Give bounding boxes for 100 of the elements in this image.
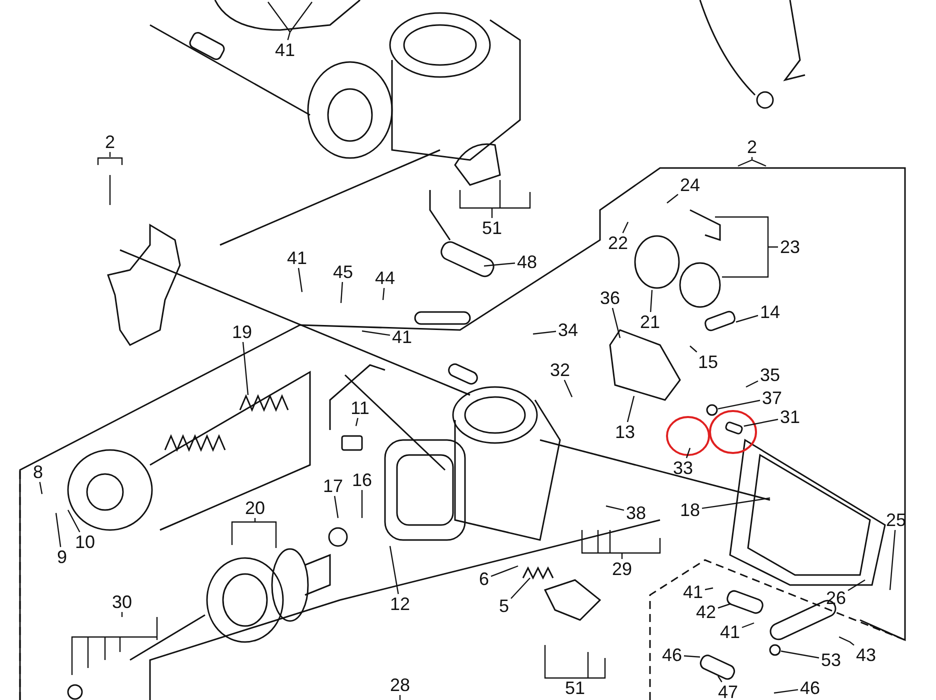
callout-number: 43 [854,646,878,664]
callout-number: 34 [556,321,580,339]
leader-line [399,695,401,700]
callout-number: 18 [678,501,702,519]
leader-line [581,529,661,560]
callout-number: 41 [682,583,704,601]
screw-drawing [724,420,744,436]
leader-line [382,288,385,300]
leader-line [774,689,798,694]
leader-line [564,380,573,398]
callout-number: 33 [672,459,694,477]
callout-number: 35 [758,366,782,384]
callout-number: 51 [480,219,504,237]
leader-line [510,578,530,599]
leader-line [684,655,700,658]
leader-line [39,482,43,494]
callout-number: 11 [350,399,370,417]
callout-number: 28 [388,676,412,694]
callout-number: 20 [244,499,266,517]
callout-number: 29 [610,560,634,578]
leader-line [298,268,303,292]
leader-line [334,496,339,518]
leader-line [714,216,779,278]
callout-number: 17 [322,477,344,495]
leader-line [267,1,313,41]
leader-line [532,330,556,335]
leader-line [838,636,854,646]
callout-number: 51 [564,679,586,697]
leader-line [242,342,249,396]
callout-number: 30 [110,593,134,611]
leader-line [736,314,758,323]
callout-number: 36 [598,289,622,307]
callout-number: 10 [74,533,96,551]
leader-line [666,194,678,204]
leader-line [718,676,722,682]
leader-line [626,396,635,422]
leader-line [340,282,343,304]
leader-line [650,290,653,312]
callout-number: 23 [778,238,802,256]
callout-number: 44 [374,269,396,287]
callout-number: 2 [746,138,758,156]
leader-line [67,510,80,532]
callout-number: 32 [548,361,572,379]
callout-number: 47 [716,683,740,700]
callout-number: 41 [718,623,742,641]
callout-number: 37 [760,389,784,407]
washer-drawing [706,404,718,416]
callout-number: 26 [824,589,848,607]
leader-line [718,400,760,410]
leader-line [690,346,698,352]
leader-line [848,579,866,592]
leader-line [780,650,820,658]
leader-line [361,490,363,518]
leader-line [459,179,531,219]
leader-line [702,497,770,509]
leader-line [889,530,896,590]
leader-line [490,565,518,577]
callout-number: 45 [332,263,354,281]
callout-number: 41 [274,41,296,59]
callout-number: 41 [390,328,414,346]
leader-line [742,622,754,628]
callout-number: 15 [696,353,720,371]
callout-number: 46 [798,679,822,697]
leader-line [55,512,62,548]
leader-line [544,644,606,679]
callout-number: 38 [624,504,648,522]
callout-number: 31 [778,408,802,426]
ring-drawing [769,644,781,656]
leader-line [71,611,158,676]
callout-number: 5 [498,597,510,615]
leader-line [686,448,691,458]
callout-number: 12 [388,595,412,613]
leader-line [746,380,758,388]
callout-number: 9 [56,548,68,566]
leader-line [97,151,123,206]
callout-number: 13 [614,423,636,441]
callout-number: 14 [758,303,782,321]
callout-number: 42 [694,603,718,621]
leader-line [612,308,621,338]
callout-number: 21 [638,313,662,331]
callout-number: 46 [660,646,684,664]
callout-number: 25 [884,511,908,529]
leader-line [231,517,277,549]
callout-number: 48 [516,253,538,271]
callout-number: 24 [678,176,702,194]
leader-line [737,156,767,167]
leader-line [362,330,390,336]
leader-line [622,222,629,234]
callout-number: 19 [230,323,254,341]
callout-number: 22 [606,234,630,252]
leader-line [606,505,624,511]
callout-number: 2 [104,133,116,151]
leader-line [389,546,399,594]
leader-line [718,603,730,609]
callout-number: 8 [32,463,44,481]
leader-line [704,587,714,590]
callout-number: 41 [286,249,308,267]
callout-number: 6 [478,570,490,588]
leader-line [355,418,358,426]
leader-line [744,418,778,427]
